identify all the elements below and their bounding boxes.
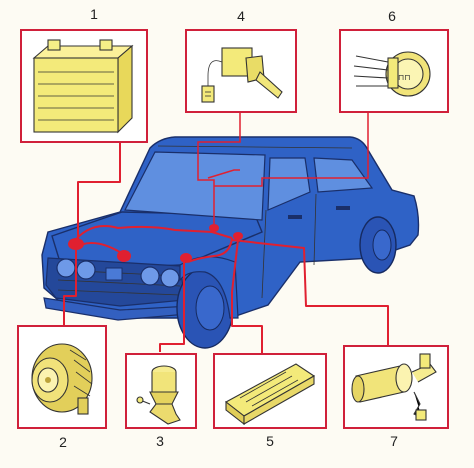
rear-wheel-hub [372,229,392,261]
headlight-inner-left-icon [76,260,96,280]
wiring-harness [63,112,389,354]
fuse-box-icon [224,363,316,426]
car-rear-side-window [313,157,374,193]
component-box-fuse-box: 5 [213,353,327,449]
component-box-battery: 1 [20,6,148,143]
front-wheel-hub [195,285,225,331]
car-illustration [41,136,420,349]
svg-text:⊓⊓: ⊓⊓ [398,73,410,82]
alternator-icon [31,343,93,415]
label-number-5: 5 [266,433,274,449]
component-box-oil-pressure-sensor: 3 [125,353,197,449]
car-emblem [105,267,123,281]
car-front-side-window [267,157,311,211]
label-number-2: 2 [59,434,67,450]
component-box-temperature-sensor: 4 [185,8,297,113]
door-handle-front [288,215,302,219]
car-fuse-marker [233,232,243,240]
label-number-7: 7 [390,433,398,449]
label-number-3: 3 [156,433,164,449]
ignition-switch-icon [351,353,437,421]
car-alternator-marker [117,250,131,262]
component-box-ignition-switch: 7 [343,345,449,449]
headlight-right-icon [160,268,180,288]
oil-pressure-sensor-icon [136,365,181,425]
label-number-4: 4 [237,8,245,24]
temperature-sensor-icon [201,47,283,103]
car-temp-sensor-marker [209,224,219,232]
label-number-6: 6 [388,8,396,24]
component-box-alternator: 2 [17,325,107,450]
gauge-connector-icon: ⊓⊓ [353,51,431,97]
label-number-1: 1 [90,6,98,22]
headlight-inner-right-icon [140,266,160,286]
car-oil-sensor-marker [180,253,192,263]
headlight-left-icon [56,258,76,278]
battery-icon [32,39,134,134]
car-windshield [124,151,266,221]
car-battery-marker [68,238,84,250]
component-box-gauge-connector: 6 ⊓⊓ [339,8,449,113]
door-handle-rear [336,206,350,210]
